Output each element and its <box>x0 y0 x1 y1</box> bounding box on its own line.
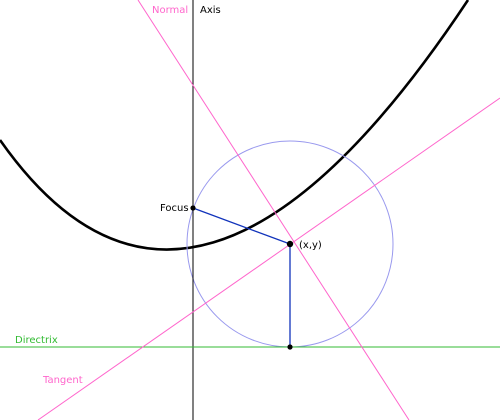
parabola-curve <box>0 0 470 251</box>
point-label: (x,y) <box>299 240 322 251</box>
focus-to-point-segment <box>192 207 291 245</box>
focus-point <box>190 205 196 211</box>
focus-label: Focus <box>160 203 189 214</box>
directrix-label: Directrix <box>15 335 58 346</box>
tangent-line <box>37 97 500 420</box>
normal-label: Normal <box>152 5 188 16</box>
normal-line <box>137 0 410 420</box>
directrix-foot-point <box>287 344 293 350</box>
tangent-label: Tangent <box>42 375 83 386</box>
axis-label: Axis <box>200 5 221 16</box>
curve-point <box>286 240 294 248</box>
